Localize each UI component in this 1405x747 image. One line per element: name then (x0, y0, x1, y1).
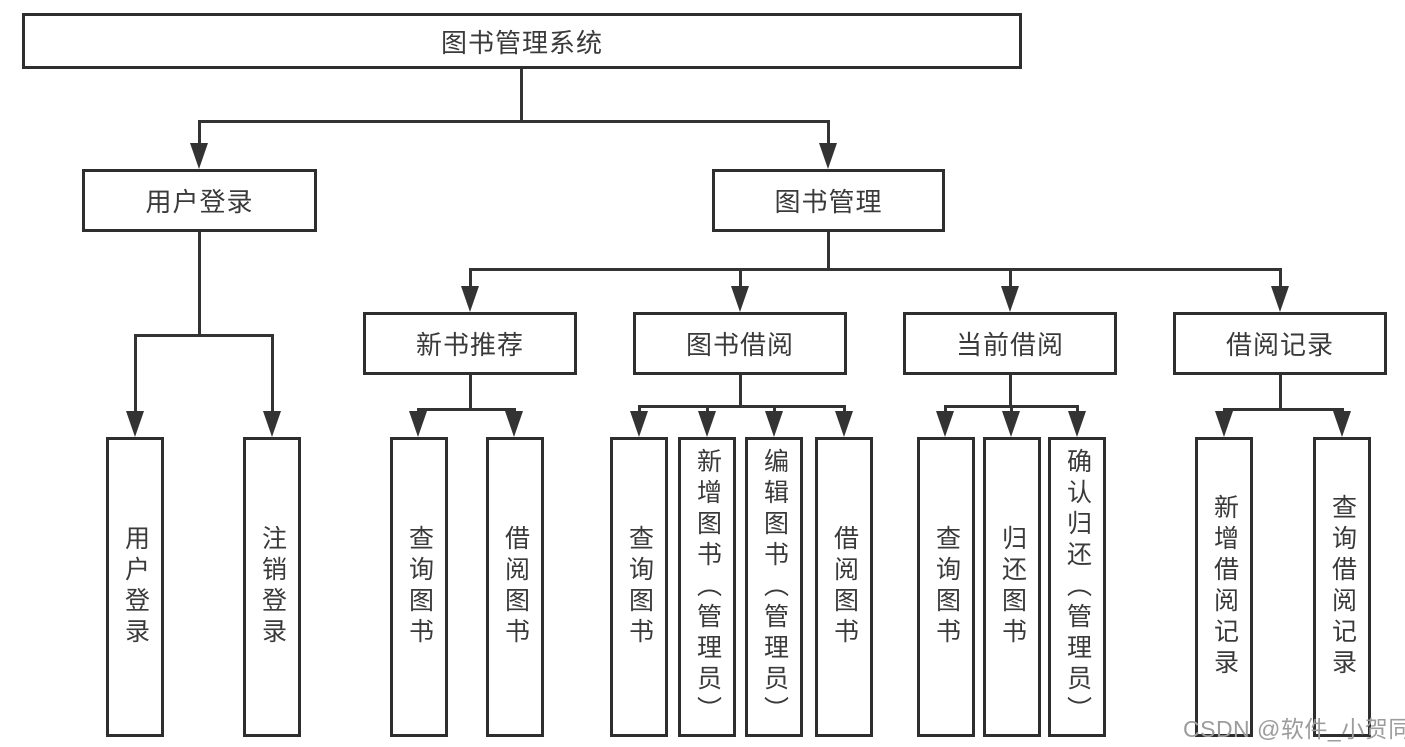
arrow-down-icon (263, 411, 281, 437)
arrow-down-icon (834, 411, 853, 437)
arrow-down-icon (764, 411, 783, 437)
arrow-down-icon (190, 143, 208, 169)
leaf-user-login-label: 用户登录 (121, 525, 150, 649)
leaf-current-return-book: 归还图书 (983, 437, 1041, 737)
node-book-borrow-label: 图书借阅 (685, 330, 794, 360)
csdn-watermark: CSDN @软件_小贺同学 (1183, 716, 1405, 742)
leaf-current-confirm-return-admin: 确认归还（管理员） (1048, 437, 1106, 737)
connector-line (468, 268, 1282, 271)
node-root-label: 图书管理系统 (440, 27, 603, 58)
leaf-record-add-record-label: 新增借阅记录 (1210, 494, 1239, 680)
connector-line (519, 69, 523, 123)
connector-line (198, 232, 201, 337)
arrow-down-icon (1214, 411, 1233, 437)
node-book-borrow: 图书借阅 (633, 312, 847, 375)
leaf-current-return-book-label: 归还图书 (998, 525, 1027, 649)
connector-line (468, 271, 472, 292)
leaf-user-login: 用户登录 (106, 437, 164, 737)
leaf-borrow-add-book-admin: 新增图书（管理员） (678, 437, 736, 737)
leaf-borrow-query-book: 查询图书 (610, 437, 668, 737)
connector-line (417, 408, 516, 411)
arrow-down-icon (1000, 286, 1019, 312)
connector-line (1008, 375, 1012, 408)
connector-line (133, 334, 274, 337)
leaf-borrow-edit-book-admin-label: 编辑图书（管理员） (760, 447, 789, 727)
connector-line (1278, 375, 1282, 411)
leaf-record-add-record: 新增借阅记录 (1195, 437, 1253, 737)
connector-line (1222, 408, 1344, 411)
leaf-record-query-record: 查询借阅记录 (1313, 437, 1371, 737)
node-root: 图书管理系统 (22, 13, 1022, 69)
leaf-borrow-edit-book-admin: 编辑图书（管理员） (745, 437, 803, 737)
connector-line (944, 405, 1079, 408)
node-new-book-recommend: 新书推荐 (363, 312, 577, 375)
node-book-management: 图书管理 (712, 169, 945, 232)
node-new-book-recommend-label: 新书推荐 (415, 330, 524, 360)
leaf-borrow-borrow-book-label: 借阅图书 (830, 525, 859, 649)
leaf-borrow-add-book-admin-label: 新增图书（管理员） (693, 447, 722, 727)
node-borrow-record-label: 借阅记录 (1225, 330, 1334, 360)
leaf-borrow-query-book-label: 查询图书 (625, 525, 654, 649)
leaf-current-confirm-return-admin-label: 确认归还（管理员） (1063, 447, 1092, 727)
connector-line (637, 405, 846, 408)
arrow-down-icon (1067, 411, 1086, 437)
leaf-newrec-borrow-book-label: 借阅图书 (501, 525, 530, 649)
connector-line (133, 337, 137, 417)
leaf-newrec-query-book: 查询图书 (390, 437, 448, 737)
leaf-newrec-borrow-book: 借阅图书 (486, 437, 544, 737)
connector-line (827, 232, 830, 271)
leaf-current-query-book: 查询图书 (917, 437, 975, 737)
node-user-login: 用户登录 (82, 169, 317, 232)
arrow-down-icon (409, 411, 427, 437)
node-current-borrow-label: 当前借阅 (955, 330, 1064, 360)
arrow-down-icon (125, 411, 144, 437)
leaf-borrow-borrow-book: 借阅图书 (815, 437, 873, 737)
connector-line (827, 123, 830, 149)
node-current-borrow: 当前借阅 (903, 312, 1117, 375)
connector-line (271, 337, 274, 417)
arrow-down-icon (505, 411, 523, 437)
leaf-current-query-book-label: 查询图书 (932, 525, 961, 649)
connector-line (738, 271, 742, 292)
connector-line (468, 375, 472, 411)
arrow-down-icon (697, 411, 716, 437)
leaf-logout: 注销登录 (243, 437, 301, 737)
leaf-record-query-record-label: 查询借阅记录 (1328, 494, 1357, 680)
connector-line (198, 123, 201, 149)
node-user-login-label: 用户登录 (145, 187, 254, 217)
arrow-down-icon (629, 411, 648, 437)
connector-line (1278, 271, 1282, 292)
arrow-down-icon (1002, 411, 1020, 437)
connector-line (198, 120, 830, 123)
node-borrow-record: 借阅记录 (1173, 312, 1387, 375)
arrow-down-icon (460, 286, 479, 312)
leaf-newrec-query-book-label: 查询图书 (405, 525, 434, 649)
connector-line (738, 375, 742, 408)
node-book-management-label: 图书管理 (774, 187, 883, 217)
arrow-down-icon (1332, 411, 1351, 437)
arrow-down-icon (730, 286, 749, 312)
arrow-down-icon (819, 143, 837, 169)
leaf-logout-label: 注销登录 (258, 525, 287, 649)
arrow-down-icon (1270, 286, 1289, 312)
arrow-down-icon (936, 411, 954, 437)
connector-line (1008, 271, 1012, 292)
